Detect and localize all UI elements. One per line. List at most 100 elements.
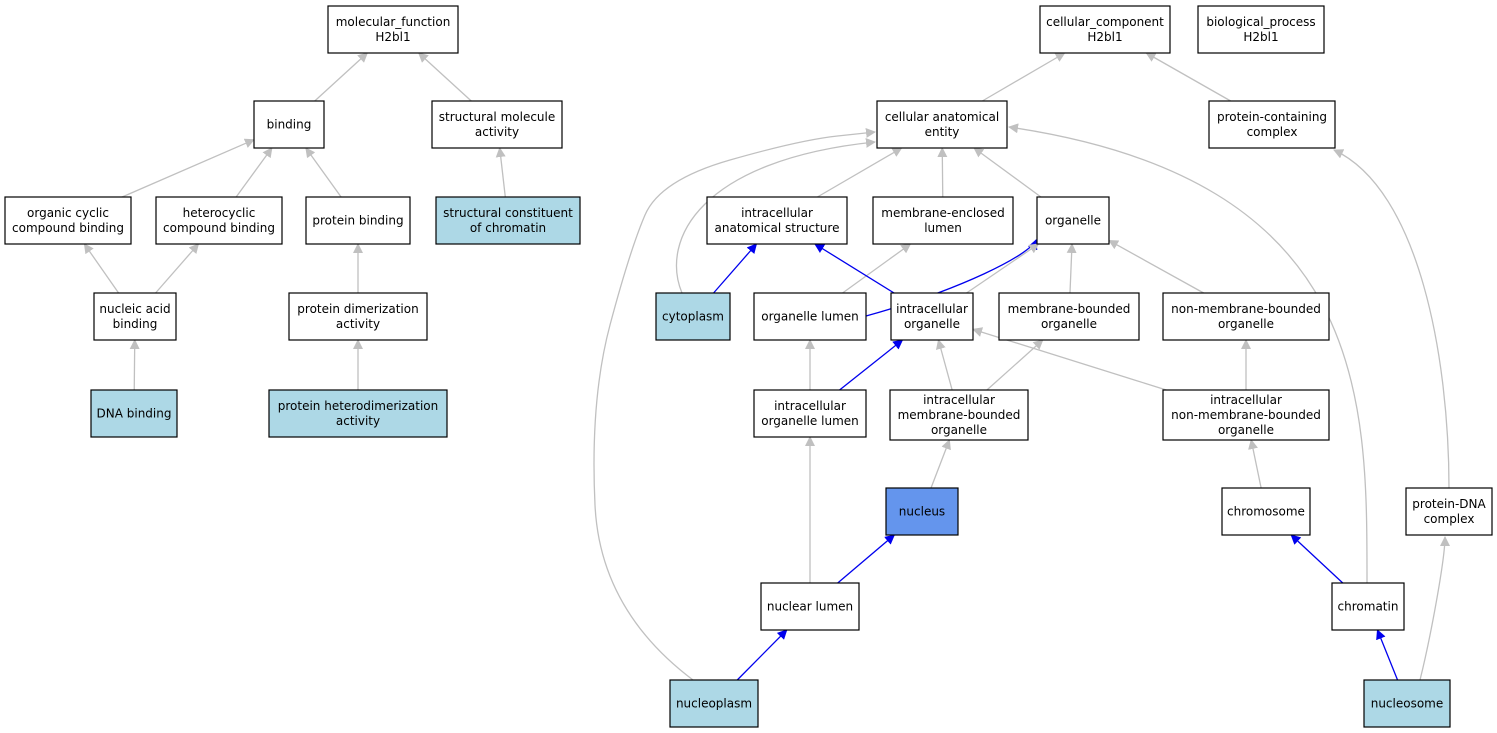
term-node-orglumen[interactable]: organelle lumen [753,292,867,341]
term-label-line: cellular_component [1046,15,1164,29]
term-label-line: complex [1424,512,1475,526]
edge-part-of-chromatin-to-chromosome [1290,534,1344,584]
edge-is-a-binding-to-mf [314,52,369,102]
term-label-line: structural molecule [439,110,556,124]
term-label-line: protein heterodimerization [278,399,439,413]
term-label-line: binding [267,118,312,132]
edge-part-of-nucleoplasm-to-nuclumen [736,629,788,681]
edge-is-a-nucacid-to-hetero [155,243,200,294]
term-label-line: protein binding [312,214,403,228]
term-label-line: protein-containing [1217,110,1327,124]
term-label-line: organelle [1041,317,1097,331]
edge-is-a-icmbo-to-icorg [935,339,953,391]
term-node-protbind[interactable]: protein binding [305,196,411,245]
edge-is-a-structchrom-to-structmol [495,147,506,198]
edge-is-a-chromosome-to-icnmbo [1248,439,1262,489]
edge-part-of-cytoplasm-to-ias [713,243,758,294]
term-label-line: organic cyclic [27,206,109,220]
term-node-chromosome[interactable]: chromosome [1221,487,1311,536]
term-label-line: organelle [1045,214,1101,228]
term-node-nucleus[interactable]: nucleus [885,487,959,536]
edge-is-a-orgcyc-to-binding [121,138,255,198]
term-node-dnabind[interactable]: DNA binding [90,389,178,438]
term-box [760,582,860,631]
term-label-line: intracellular [923,393,995,407]
term-node-chromatin[interactable]: chromatin [1331,582,1405,631]
term-label-line: DNA binding [97,407,172,421]
term-box [1221,487,1311,536]
term-box [90,389,178,438]
term-node-binding[interactable]: binding [253,100,325,149]
term-node-nuclumen[interactable]: nuclear lumen [760,582,860,631]
term-label-line: non-membrane-bounded [1171,302,1321,316]
term-box [1331,582,1405,631]
term-label-line: membrane-bounded [1008,302,1131,316]
edge-is-a-icorg-to-organelle [966,243,1040,294]
term-box [1405,487,1493,536]
term-box [1197,5,1325,54]
term-box [305,196,411,245]
term-box [885,487,959,536]
edge-is-a-nmbo-to-organelle [1108,239,1204,294]
term-label-line: intracellular [741,206,813,220]
edge-part-of-icol-to-icorg [839,339,904,391]
term-node-icnmbo[interactable]: intracellularnon-membrane-boundedorganel… [1162,389,1330,441]
edge-part-of-nuclumen-to-nucleus [837,534,896,584]
edge-is-a-nucleosome-to-pdc [1419,536,1450,681]
edge-part-of-nucleosome-to-chromatin [1376,629,1399,681]
term-label-line: non-membrane-bounded [1171,408,1321,422]
term-box [327,5,459,54]
term-label-line: compound binding [163,221,275,235]
term-label-line: organelle [904,317,960,331]
edge-is-a-ias-to-cae [817,147,903,198]
term-node-organelle[interactable]: organelle [1036,196,1110,245]
term-box [155,196,283,245]
term-label-line: nuclear lumen [767,600,853,614]
term-label-line: organelle [1218,317,1274,331]
term-label-line: lumen [924,221,962,235]
term-label-line: H2bl1 [1087,30,1122,44]
term-box [998,292,1140,341]
term-label-line: organelle lumen [761,414,859,428]
edge-is-a-nucleoplasm-to-cae [593,127,876,681]
term-node-nucleosome[interactable]: nucleosome [1363,679,1451,728]
term-label-line: nucleic acid [99,302,170,316]
term-box [268,389,448,438]
term-label-line: entity [925,125,960,139]
edge-is-a-dnabind-to-nucacid [129,339,140,391]
term-box [288,292,428,341]
term-box [4,196,132,245]
term-label-line: chromatin [1338,600,1399,614]
term-label-line: cellular anatomical [885,110,999,124]
term-label-line: organelle [931,423,987,437]
term-node-nucleoplasm[interactable]: nucleoplasm [669,679,759,728]
term-label-line: membrane-bounded [898,408,1021,422]
term-label-line: nucleus [899,505,945,519]
term-label-line: H2bl1 [375,30,410,44]
term-node-cytoplasm[interactable]: cytoplasm [655,292,731,341]
edge-is-a-nucleus-to-icmbo [930,439,951,489]
term-label-line: chromosome [1227,505,1305,519]
edge-part-of-icorg-to-ias [814,243,895,294]
